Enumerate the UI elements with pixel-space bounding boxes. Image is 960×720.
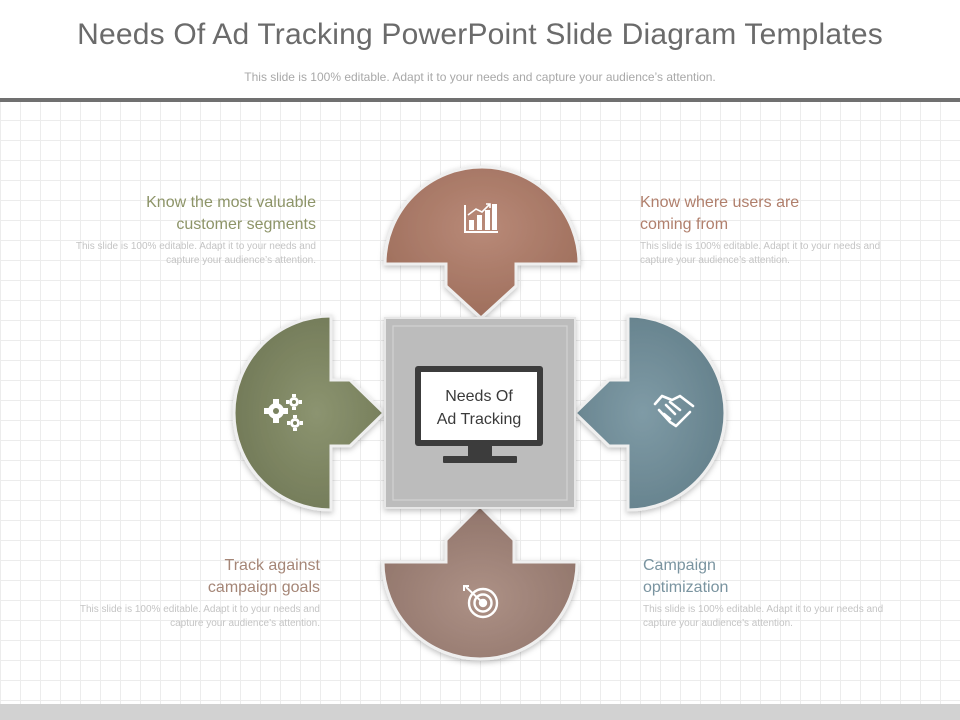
- left-segment: [232, 314, 387, 512]
- top-right-description: This slide is 100% editable. Adapt it to…: [640, 241, 881, 266]
- right-half-disc: [572, 314, 727, 512]
- bottom-left-block: Track against campaign goals This slide …: [70, 555, 320, 631]
- gears-icon: [264, 394, 303, 431]
- page-title: Needs Of Ad Tracking PowerPoint Slide Di…: [0, 18, 960, 52]
- top-left-description: This slide is 100% editable. Adapt it to…: [75, 241, 316, 266]
- center-label-line-1: Needs Of: [445, 388, 513, 405]
- top-half-disc: [383, 165, 581, 321]
- bottom-right-block: Campaign optimization This slide is 100%…: [643, 555, 893, 631]
- target-icon: [463, 585, 499, 619]
- top-left-heading: Know the most valuable customer segments: [146, 194, 316, 233]
- handshake-icon: [653, 394, 695, 428]
- left-half-disc: [232, 314, 387, 512]
- right-segment: [572, 314, 727, 512]
- bottom-half-disc: [381, 503, 579, 661]
- bottom-segment: [381, 503, 579, 661]
- top-left-block: Know the most valuable customer segments…: [66, 192, 316, 268]
- header-divider: [0, 98, 960, 102]
- center-label-line-2: Ad Tracking: [437, 411, 521, 428]
- bottom-left-description: This slide is 100% editable. Adapt it to…: [79, 604, 320, 629]
- page-subtitle: This slide is 100% editable. Adapt it to…: [244, 70, 716, 84]
- footer-bar: [0, 704, 960, 720]
- bar-chart-icon: [464, 203, 498, 233]
- monitor-icon: [415, 366, 543, 463]
- bottom-right-heading: Campaign optimization: [643, 557, 729, 596]
- top-right-heading: Know where users are coming from: [640, 194, 800, 233]
- bottom-left-heading: Track against campaign goals: [207, 557, 320, 596]
- top-segment: [383, 165, 581, 321]
- bottom-right-description: This slide is 100% editable. Adapt it to…: [643, 604, 884, 629]
- top-right-block: Know where users are coming from This sl…: [640, 192, 890, 268]
